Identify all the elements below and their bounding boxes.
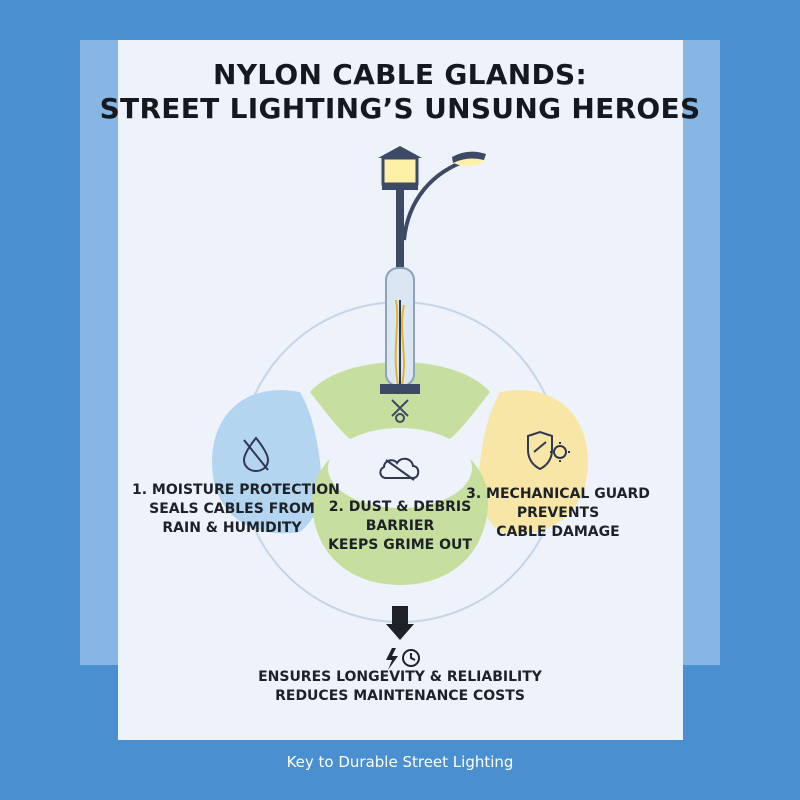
water-drop-crossed-icon — [242, 436, 270, 473]
arrow-down-icon — [386, 606, 414, 640]
mechanical-segment — [478, 390, 588, 534]
moisture-line-2: SEALS CABLES FROM — [149, 501, 315, 517]
cable-yellow-1 — [394, 299, 399, 386]
lantern-glass — [381, 156, 419, 186]
center-hub-cut — [335, 434, 465, 470]
mechanical-title: 3. MECHANICAL GUARD — [466, 486, 650, 502]
cloud-crossed-icon — [379, 457, 420, 481]
clock-icon — [402, 649, 420, 667]
title-line-1: NYLON CABLE GLANDS: — [212, 58, 588, 91]
top-segment — [310, 362, 490, 446]
moisture-segment — [212, 390, 322, 534]
lamp-pole — [396, 190, 404, 285]
cable-yellow-2 — [401, 304, 405, 386]
title-line-2: STREET LIGHTING’S UNSUNG HEROES — [99, 92, 701, 125]
outcome-text: ENSURES LONGEVITY & RELIABILITY REDUCES … — [250, 668, 550, 706]
caption: Key to Durable Street Lighting — [286, 753, 514, 771]
dust-line-3: KEEPS GRIME OUT — [328, 537, 472, 553]
lamp-base — [380, 384, 420, 394]
lamp-arm — [402, 158, 469, 241]
tools-crossed-icon — [391, 399, 409, 423]
outcome-line-1: ENSURES LONGEVITY & RELIABILITY — [258, 669, 542, 685]
dust-label: 2. DUST & DEBRIS BARRIER KEEPS GRIME OUT — [320, 498, 480, 555]
moisture-line-3: RAIN & HUMIDITY — [162, 520, 302, 536]
shield-gear-icon — [527, 430, 570, 471]
lantern-cap — [378, 146, 422, 158]
moisture-label: 1. MOISTURE PROTECTION SEALS CABLES FROM… — [132, 481, 340, 538]
arm-light-head — [452, 151, 486, 163]
mechanical-line-2: PREVENTS — [516, 505, 600, 521]
dust-line-2: BARRIER — [365, 518, 435, 534]
mechanical-label: 3. MECHANICAL GUARD PREVENTS CABLE DAMAG… — [458, 485, 658, 542]
street-lamp — [378, 146, 486, 394]
moisture-title: 1. MOISTURE PROTECTION — [132, 482, 340, 498]
lightning-icon — [386, 648, 398, 670]
lantern-base — [382, 184, 418, 190]
mechanical-line-3: CABLE DAMAGE — [496, 524, 620, 540]
outcome-line-2: REDUCES MAINTENANCE COSTS — [275, 688, 525, 704]
dust-title: 2. DUST & DEBRIS — [328, 499, 472, 515]
